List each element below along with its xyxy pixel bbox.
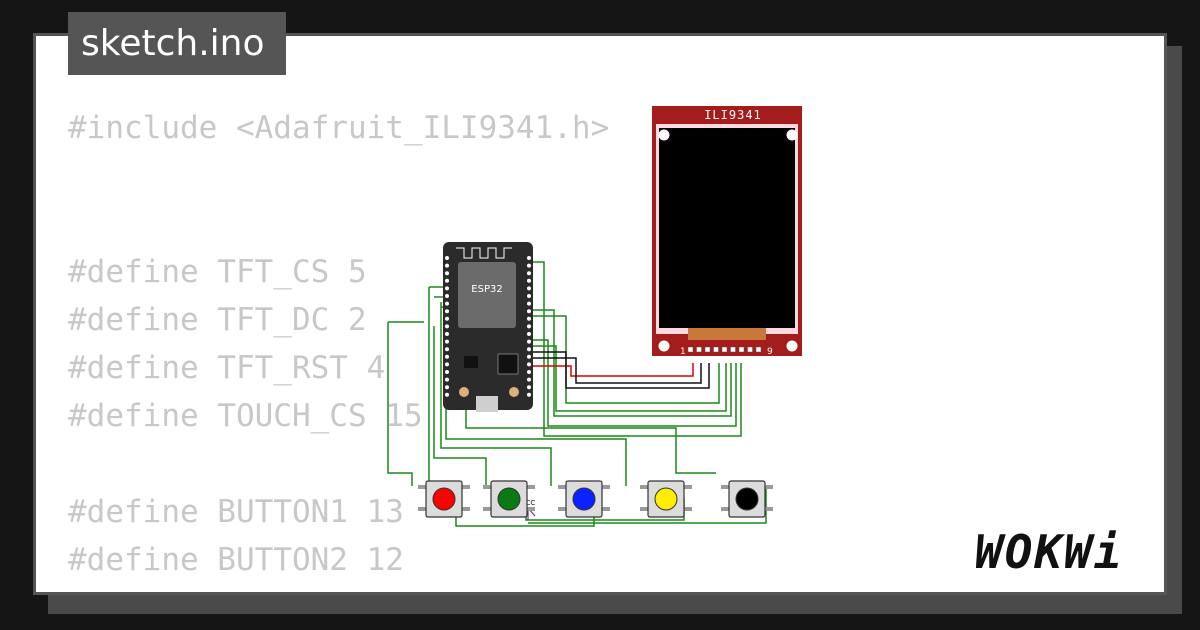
display-pin-last: 9 xyxy=(767,347,773,357)
display-pin xyxy=(704,346,711,353)
esp32-pin xyxy=(527,362,531,367)
esp32-pin xyxy=(445,301,449,306)
display-pin xyxy=(687,346,694,353)
esp32-pin xyxy=(445,339,449,344)
esp32-pin xyxy=(527,377,531,382)
pushbutton xyxy=(721,480,773,518)
display-pin xyxy=(738,346,745,353)
esp32-pin xyxy=(445,263,449,268)
code-line: #include <Adafruit_ILI9341.h> xyxy=(68,110,610,146)
esp32-pin xyxy=(527,316,531,321)
code-line: #define BUTTON1 13 xyxy=(68,494,404,530)
display-label: ILI9341 xyxy=(704,108,762,122)
esp32-board: ESP32 xyxy=(443,242,533,412)
esp32-pin xyxy=(527,324,531,329)
esp32-pin xyxy=(445,370,449,374)
esp32-pin xyxy=(445,278,449,283)
esp32-pin xyxy=(445,332,449,336)
esp32-pin xyxy=(445,324,449,329)
esp32-pin xyxy=(445,385,449,390)
esp32-pin xyxy=(527,256,531,260)
code-line: #define TFT_DC 2 xyxy=(68,302,367,338)
code-line: #define TFT_CS 5 xyxy=(68,254,367,290)
esp32-pin xyxy=(527,286,531,291)
black-wire xyxy=(533,357,702,384)
display-pin-first: 1 xyxy=(680,347,686,357)
esp32-pin xyxy=(445,271,449,276)
esp32-pin xyxy=(527,392,531,397)
esp32-pin xyxy=(445,362,449,367)
esp32-pin xyxy=(445,392,449,397)
display-pin xyxy=(713,346,719,353)
display-pin xyxy=(730,346,736,353)
preview-card: #include <Adafruit_ILI9341.h> #define TFT… xyxy=(33,33,1167,595)
esp32-pin xyxy=(527,347,531,352)
esp32-pin xyxy=(527,309,531,314)
display-pin xyxy=(747,346,753,353)
esp32-pin xyxy=(527,278,531,283)
black-wire xyxy=(533,351,710,389)
pushbutton xyxy=(418,480,470,518)
display-pin xyxy=(755,346,762,353)
svg-text:VCC: VCC xyxy=(521,499,536,507)
pushbutton xyxy=(483,480,535,518)
display-pin xyxy=(696,346,702,353)
esp32-pin xyxy=(445,354,449,359)
esp32-pins xyxy=(445,256,531,397)
esp32-pin xyxy=(527,301,531,306)
esp32-pin xyxy=(527,294,531,298)
code-preview: #include <Adafruit_ILI9341.h> #define TFT… xyxy=(68,104,610,592)
ili9341-display: ILI9341 1 9 xyxy=(652,106,802,357)
esp32-pin xyxy=(527,263,531,268)
esp32-pin xyxy=(527,385,531,390)
esp32-pin xyxy=(527,354,531,359)
code-line: #define BUTTON2 12 xyxy=(68,542,404,578)
esp32-pin xyxy=(445,316,449,321)
red-wire xyxy=(533,363,694,377)
esp32-pin xyxy=(445,309,449,314)
circuit-diagram: ESP32 ILI9341 1 9 VCC xyxy=(387,106,802,527)
esp32-label: ESP32 xyxy=(471,284,502,295)
esp32-pin xyxy=(445,347,449,352)
display-pins xyxy=(687,346,762,353)
wokwi-logo: WOKWi xyxy=(975,525,1124,579)
code-line: #define BUTTON3 14 xyxy=(68,584,609,592)
pushbutton xyxy=(558,480,610,518)
code-line: #define TOUCH_CS 15 xyxy=(68,398,423,434)
code-line: #define TFT_RST 4 xyxy=(68,350,386,386)
display-pin xyxy=(721,346,728,353)
pushbutton xyxy=(640,480,692,518)
esp32-pin xyxy=(527,332,531,336)
esp32-pin xyxy=(445,377,449,382)
esp32-pin xyxy=(445,286,449,291)
pushbuttons xyxy=(418,480,773,518)
file-tab[interactable]: sketch.ino xyxy=(68,12,286,75)
esp32-pin xyxy=(527,370,531,374)
esp32-pin xyxy=(527,271,531,276)
esp32-pin xyxy=(445,256,449,260)
esp32-pin xyxy=(527,339,531,344)
esp32-pin xyxy=(445,294,449,298)
